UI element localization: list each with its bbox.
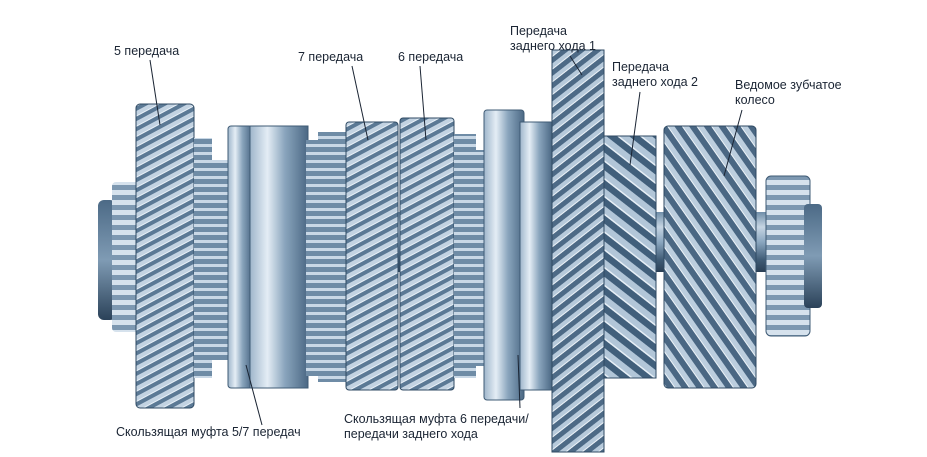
label-driven-gear-line2: колесо: [735, 93, 775, 107]
leader-lines: [149, 55, 743, 426]
label-sleeve-5-7: Скользящая муфта 5/7 передач: [116, 425, 301, 440]
label-gear-6: 6 передача: [398, 50, 463, 65]
sleeve-5-7-ring-left: [227, 125, 253, 389]
label-sleeve-6-reverse-line2: передачи заднего хода: [344, 427, 478, 441]
sleeve-5-7-body: [249, 125, 309, 389]
leader-sleeve57: [245, 364, 263, 426]
right-bearing: [765, 175, 811, 337]
label-gear-7: 7 передача: [298, 50, 363, 65]
label-reverse-2-line2: заднего хода 2: [612, 75, 698, 89]
leader-reverse2: [629, 91, 641, 166]
label-reverse-1: Передача заднего хода 1: [510, 24, 596, 54]
driven-gear: [663, 125, 757, 389]
label-driven-gear-line1: Ведомое зубчатое: [735, 78, 842, 92]
gear-6-hub: [454, 134, 476, 378]
leader-reverse1: [569, 55, 583, 76]
leader-gear6: [419, 65, 427, 141]
label-gear-5: 5 передача: [114, 44, 179, 59]
gear-7: [345, 121, 399, 391]
leader-sleeve6r: [517, 354, 521, 409]
label-reverse-2-line1: Передача: [612, 60, 670, 74]
reverse-gear-2: [603, 135, 657, 379]
leader-gear5: [149, 59, 161, 126]
label-reverse-2: Передача заднего хода 2: [612, 60, 698, 90]
gear-5: [135, 103, 195, 409]
left-bearing: [112, 182, 142, 332]
sleeve-5-7-spline-right: [306, 140, 320, 376]
gear-6: [399, 117, 455, 391]
label-sleeve-6-reverse-line1: Скользящая муфта 6 передачи/: [344, 412, 529, 426]
label-reverse-1-line1: Передача: [510, 24, 568, 38]
sleeve-5-7-spline-left: [212, 160, 232, 360]
left-shaft-end: [98, 200, 116, 320]
sleeve-6r-collar: [519, 121, 553, 391]
label-gear-7-text: 7 передача: [298, 50, 364, 64]
label-reverse-1-line2: заднего хода 1: [510, 39, 596, 53]
label-gear-6-text: 6 передача: [398, 50, 464, 64]
gear-5-hub: [194, 138, 212, 378]
label-sleeve-5-7-text: Скользящая муфта 5/7 передач: [116, 425, 301, 439]
label-gear-5-text: 5 передача: [114, 44, 180, 58]
label-sleeve-6-reverse: Скользящая муфта 6 передачи/ передачи за…: [344, 412, 529, 442]
leader-driven: [723, 109, 743, 177]
gear-7-hub: [318, 132, 348, 382]
reverse-gear-1: [551, 49, 605, 453]
label-driven-gear: Ведомое зубчатое колесо: [735, 78, 842, 108]
leader-gear7: [351, 65, 369, 141]
right-shaft-end: [804, 204, 822, 308]
